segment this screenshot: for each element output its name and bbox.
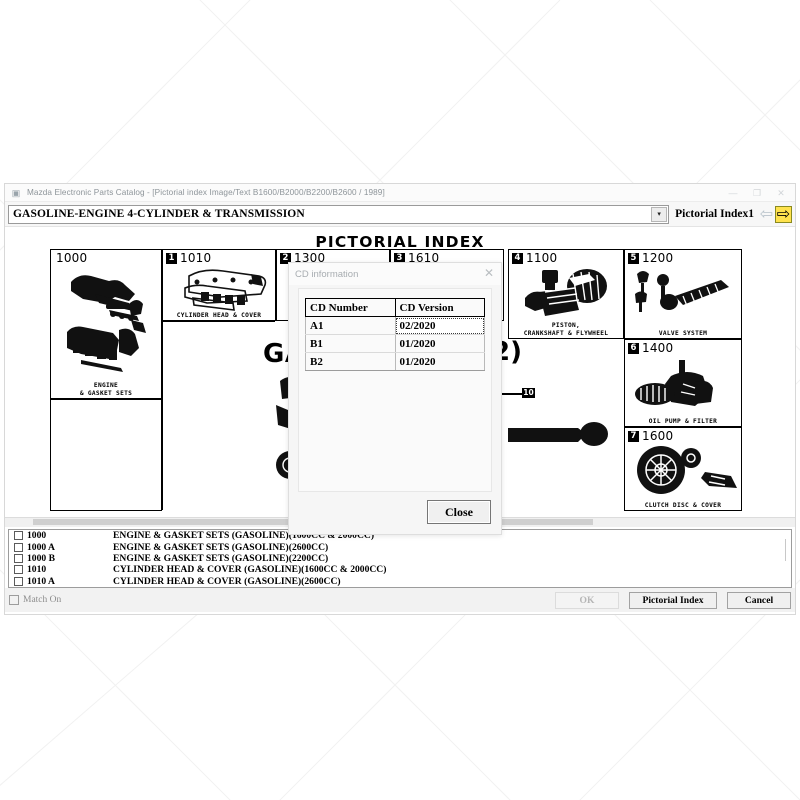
cell-cd-version[interactable]: 02/2020 [394, 316, 485, 335]
engine-gasket-sets-art [67, 275, 146, 372]
index-cell-code: 1000 [56, 251, 88, 265]
index-cell-badge: 4 [512, 253, 523, 264]
app-icon: ▣ [11, 187, 21, 198]
close-icon[interactable]: ✕ [483, 266, 495, 280]
index-cell-badge: 1 [166, 253, 177, 264]
parts-list-row-number: 1000 A [27, 541, 55, 553]
index-cell-badge: 6 [628, 343, 639, 354]
index-cell-1010[interactable]: 1 1010 CYLINDER HEAD & COVER [162, 249, 276, 321]
index-cell-1200[interactable]: 5 1200 VALVE SYSTEM [624, 249, 742, 339]
index-cell-1600[interactable]: 7 1600 CLUTCH DISC & COVER [624, 427, 742, 511]
index-cell-code: 1600 [642, 429, 674, 443]
clutch-disc-cover-art [637, 446, 737, 494]
column-header-cd-number[interactable]: CD Number [305, 298, 396, 317]
index-cell-1000[interactable]: 1000 ENGINE & GASKET SETS [50, 249, 162, 399]
parts-list-row-number: 1010 [27, 564, 47, 576]
next-page-icon[interactable]: ⇨ [775, 205, 792, 223]
parts-list-row[interactable]: 1000 A ENGINE & GASKET SETS (GASOLINE)(26… [9, 541, 791, 553]
dialog-title-bar[interactable]: CD information ✕ [289, 263, 501, 285]
match-on-label: Match On [23, 595, 62, 605]
dialog-close-button[interactable]: Close [427, 500, 491, 524]
index-cell-badge: 7 [628, 431, 639, 442]
bottom-button-bar: Match On OK Pictorial Index Cancel [5, 588, 795, 612]
row-checkbox[interactable] [14, 531, 23, 541]
cylinder-head-cover-art [184, 269, 267, 311]
cd-information-dialog: CD information ✕ CD Number CD Version A1… [288, 262, 502, 535]
index-cell-1100[interactable]: 4 1100 PISTON, CRANKSHAFT & FLYWHEEL [508, 249, 624, 339]
index-cell-code: 1200 [642, 251, 674, 265]
index-cell-caption: CYLINDER HEAD & COVER [176, 311, 262, 319]
row-checkbox[interactable] [14, 542, 23, 552]
match-on-checkbox[interactable]: Match On [9, 595, 61, 605]
window-title: Mazda Electronic Parts Catalog - [Pictor… [27, 188, 385, 197]
cell-cd-version[interactable]: 01/2020 [394, 334, 485, 353]
row-checkbox[interactable] [14, 565, 23, 575]
pictorial-index-button[interactable]: Pictorial Index [629, 591, 717, 609]
cancel-button[interactable]: Cancel [727, 591, 791, 609]
index-cell-1400[interactable]: 6 1400 OIL PUMP & FILTER [624, 339, 742, 427]
index-cell-caption: VALVE SYSTEM [658, 329, 708, 337]
parts-list-row[interactable]: 1010 A CYLINDER HEAD & COVER (GASOLINE)(2… [9, 576, 791, 587]
pictorial-index-label: Pictorial Index1 [675, 208, 754, 220]
restore-button[interactable]: ❐ [752, 187, 762, 198]
oil-pump-filter-art [635, 360, 713, 406]
assembly-select-value: GASOLINE-ENGINE 4-CYLINDER & TRANSMISSIO… [13, 208, 305, 220]
dialog-title: CD information [295, 268, 359, 280]
row-checkbox[interactable] [14, 553, 23, 563]
index-cell-caption: CLUTCH DISC & COVER [644, 501, 722, 509]
cell-cd-number[interactable]: B2 [305, 352, 396, 371]
valve-system-art [635, 271, 729, 312]
parts-list-row[interactable]: 1010 CYLINDER HEAD & COVER (GASOLINE)(160… [9, 564, 791, 575]
assembly-select[interactable]: GASOLINE-ENGINE 4-CYLINDER & TRANSMISSIO… [8, 204, 670, 224]
checkbox-box[interactable] [9, 595, 19, 605]
parts-list-row-number: 1010 A [27, 575, 55, 587]
index-cell-empty-lower-left[interactable] [50, 399, 162, 511]
parts-list-row[interactable]: 1000 B ENGINE & GASKET SETS (GASOLINE)(22… [9, 553, 791, 564]
table-header-row: CD Number CD Version [305, 298, 485, 317]
parts-list-row-description: CYLINDER HEAD & COVER (GASOLINE)(2600CC) [113, 575, 341, 587]
index-cell-partial-middle[interactable] [162, 321, 275, 510]
index-cell-caption: PISTON, CRANKSHAFT & FLYWHEEL [523, 322, 609, 337]
index-cell-caption: OIL PUMP & FILTER [648, 417, 718, 425]
row-checkbox[interactable] [14, 576, 23, 586]
piston-crankshaft-flywheel-art [525, 269, 607, 316]
cell-cd-number[interactable]: A1 [305, 316, 396, 335]
scrollbar-thumb[interactable] [785, 539, 786, 561]
index-cell-caption: ENGINE & GASKET SETS [79, 382, 133, 397]
parts-list-row-description: ENGINE & GASKET SETS (GASOLINE)(2200CC) [113, 552, 329, 564]
parts-list-row-description: ENGINE & GASKET SETS (GASOLINE)(2600CC) [113, 541, 329, 553]
index-cell-badge: 5 [628, 253, 639, 264]
close-button[interactable]: ✕ [777, 187, 785, 198]
parts-list-row-number: 1000 B [27, 552, 55, 564]
callout-leader-line [500, 393, 522, 395]
cell-cd-number[interactable]: B1 [305, 334, 396, 353]
column-header-cd-version[interactable]: CD Version [394, 298, 485, 317]
callout-tag-10[interactable]: 10 [522, 388, 535, 398]
window-title-bar[interactable]: ▣ Mazda Electronic Parts Catalog - [Pict… [5, 184, 795, 202]
window-controls: — ❐ ✕ [721, 184, 793, 201]
index-cell-code: 1010 [180, 251, 212, 265]
minimize-button[interactable]: — [728, 187, 738, 198]
index-cell-code: 1100 [526, 251, 558, 265]
cell-cd-version[interactable]: 01/2020 [394, 352, 485, 371]
parts-list-row-number: 1000 [27, 530, 47, 542]
toolbar: GASOLINE-ENGINE 4-CYLINDER & TRANSMISSIO… [5, 202, 795, 227]
ok-button[interactable]: OK [555, 591, 619, 609]
chevron-down-icon[interactable]: ▾ [651, 206, 668, 222]
previous-page-icon[interactable]: ⇦ [759, 206, 774, 223]
parts-list-row-description: CYLINDER HEAD & COVER (GASOLINE)(1600CC … [113, 564, 387, 576]
driveshaft-art [508, 422, 608, 446]
parts-list-scrollbar[interactable] [781, 531, 790, 586]
index-cell-code: 1400 [642, 341, 674, 355]
